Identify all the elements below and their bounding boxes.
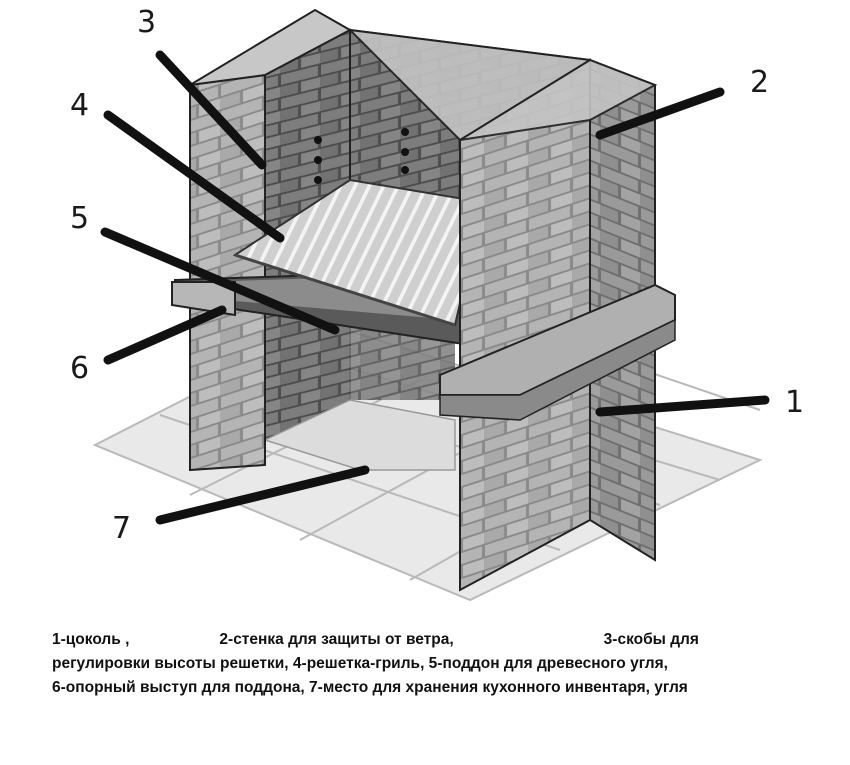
leader-line-4 [103, 110, 285, 243]
storage-floor [262, 399, 456, 471]
callout-4: 4 [70, 88, 89, 123]
callout-5: 5 [70, 201, 89, 236]
leader-lines [100, 50, 770, 525]
legend-item-3: 3-скобы для [603, 631, 699, 648]
barbecue-diagram: 1 2 3 4 5 6 7 [70, 5, 804, 602]
bracket-holes [314, 128, 409, 184]
legend-item-1: 1-цоколь , [52, 631, 130, 648]
legend-line-1: 1-цоколь , 2-стенка для защиты от ветра, 3… [52, 628, 822, 652]
legend-item-2: 2-стенка для защиты от ветра, [219, 631, 454, 648]
callout-7: 7 [112, 511, 131, 546]
callout-6: 6 [70, 351, 89, 386]
leader-line-7 [155, 465, 370, 525]
leader-line-6 [103, 305, 227, 365]
legend-line-3: 6-опорный выступ для поддона, 7-место дл… [52, 679, 688, 696]
plinth-band [439, 318, 676, 421]
right-pillar-top [347, 28, 658, 142]
callout-2: 2 [750, 65, 769, 100]
leader-line-1 [595, 395, 770, 417]
callout-3: 3 [137, 5, 156, 40]
legend-caption: 1-цоколь , 2-стенка для защиты от ветра, 3… [52, 628, 822, 700]
leader-line-3 [155, 50, 267, 170]
leader-line-2 [595, 87, 725, 140]
callout-1: 1 [785, 385, 804, 420]
legend-line-2: регулировки высоты решетки, 4-решетка-гр… [52, 655, 668, 672]
leader-line-5 [100, 227, 340, 335]
